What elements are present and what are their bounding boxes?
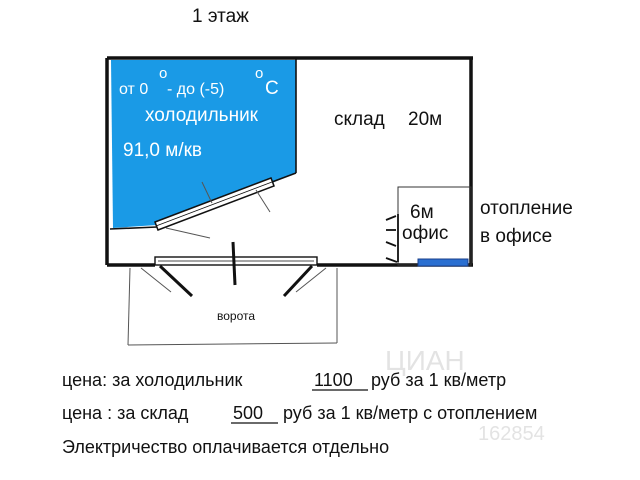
heating-line-1: отопление	[480, 198, 573, 219]
price-warehouse-amount: 500	[233, 403, 263, 423]
price-fridge-prefix: цена: за холодильник	[62, 370, 243, 390]
electricity-note: Электричество оплачивается отдельно	[62, 437, 389, 457]
gate-leaves	[158, 241, 314, 298]
price-fridge-suffix: руб за 1 кв/метр	[371, 370, 506, 390]
fridge-door-line	[155, 181, 273, 227]
fridge-temp-unit: С	[265, 78, 279, 99]
fridge-partition	[109, 58, 297, 230]
warehouse-area: 20м	[408, 109, 442, 130]
floor-title: 1 этаж	[192, 6, 249, 27]
heating-line-2: в офисе	[480, 226, 552, 247]
fridge-temp-from: от 0	[119, 81, 148, 98]
price-warehouse-suffix: руб за 1 кв/метр с отоплением	[283, 403, 537, 423]
gate-label: ворота	[217, 309, 255, 323]
door-swing-sketch	[165, 181, 271, 239]
fridge-temp-to: - до (-5)	[167, 81, 224, 98]
price-warehouse-prefix: цена : за склад	[62, 403, 189, 423]
watermark-id: 162854	[478, 423, 545, 445]
warehouse-name: склад	[334, 109, 385, 130]
office-name: офис	[402, 223, 448, 244]
price-fridge-amount: 1100	[314, 370, 353, 390]
fridge-name: холодильник	[145, 105, 259, 126]
heating-radiator	[417, 258, 469, 267]
office-door	[385, 214, 399, 263]
watermark: ЦИАН	[385, 345, 465, 376]
fridge-degree-mark-1: о	[159, 65, 167, 82]
fridge-area-label: 91,0 м/кв	[123, 140, 202, 161]
office-area: 6м	[410, 202, 434, 223]
gate-swing-sketch	[127, 267, 338, 346]
fridge-degree-mark-2: о	[255, 65, 263, 82]
